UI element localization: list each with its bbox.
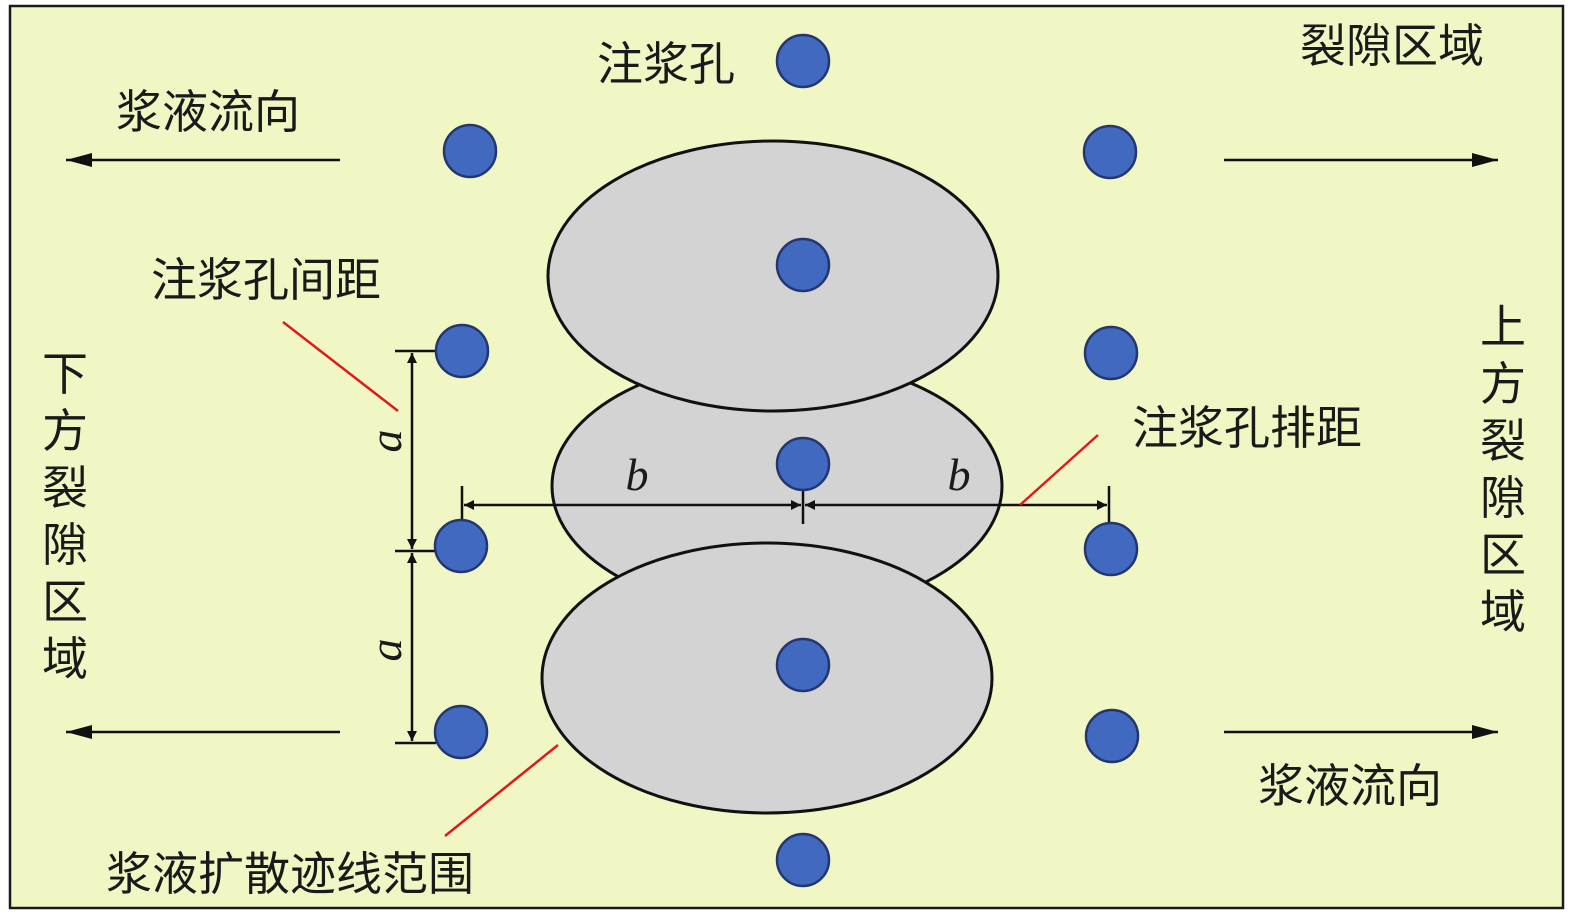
- grout-hole-icon: [434, 323, 490, 379]
- leader-hole-spacing: [282, 321, 399, 412]
- grout-hole-icon: [1083, 521, 1139, 577]
- lower-zone-char: 下: [42, 347, 88, 401]
- grout-hole-icon: [775, 436, 831, 492]
- lower-zone-char: 域: [42, 632, 88, 686]
- grout-hole-icon: [433, 518, 489, 574]
- dim-a-top-label: a: [360, 430, 411, 453]
- lower-zone-char: 方: [42, 404, 88, 458]
- leader-row-spacing: [1019, 434, 1099, 506]
- grout-hole-label: 注浆孔: [597, 37, 735, 91]
- dim-b-left-label: b: [626, 449, 649, 500]
- lower-fracture-zone-label: 下 方 裂 隙 区 域: [42, 347, 88, 686]
- spread-ellipse-top: [546, 139, 1000, 413]
- grout-hole-icon: [442, 123, 498, 179]
- flow-direction-label-left: 浆液流向: [116, 85, 300, 139]
- upper-zone-char: 上: [1480, 300, 1526, 354]
- row-spacing-label: 注浆孔排距: [1132, 401, 1362, 455]
- upper-zone-char: 裂: [1480, 414, 1526, 468]
- spread-ellipse-bottom: [540, 541, 994, 815]
- fracture-zone-label: 裂隙区域: [1300, 19, 1484, 73]
- upper-zone-char: 域: [1480, 585, 1526, 639]
- hole-spacing-label: 注浆孔间距: [151, 253, 381, 307]
- upper-zone-char: 隙: [1480, 471, 1526, 525]
- grout-hole-icon: [775, 832, 831, 888]
- lower-zone-char: 区: [42, 575, 88, 629]
- grout-hole-icon: [1084, 708, 1140, 764]
- flow-direction-label-right: 浆液流向: [1258, 759, 1442, 813]
- upper-zone-char: 方: [1480, 357, 1526, 411]
- dim-a-bottom-label: a: [360, 639, 411, 662]
- upper-zone-char: 区: [1480, 528, 1526, 582]
- grout-hole-icon: [1083, 325, 1139, 381]
- leader-spread-range: [444, 744, 559, 837]
- grout-hole-icon: [775, 237, 831, 293]
- dim-b-right-label: b: [948, 449, 971, 500]
- upper-fracture-zone-label: 上 方 裂 隙 区 域: [1480, 300, 1526, 639]
- grout-hole-icon: [433, 704, 489, 760]
- lower-zone-char: 裂: [42, 461, 88, 515]
- spread-range-label: 浆液扩散迹线范围: [106, 847, 474, 901]
- lower-zone-char: 隙: [42, 518, 88, 572]
- grout-hole-icon: [775, 637, 831, 693]
- grout-holes: [433, 33, 1140, 888]
- grout-hole-icon: [775, 33, 831, 89]
- grout-hole-icon: [1082, 124, 1138, 180]
